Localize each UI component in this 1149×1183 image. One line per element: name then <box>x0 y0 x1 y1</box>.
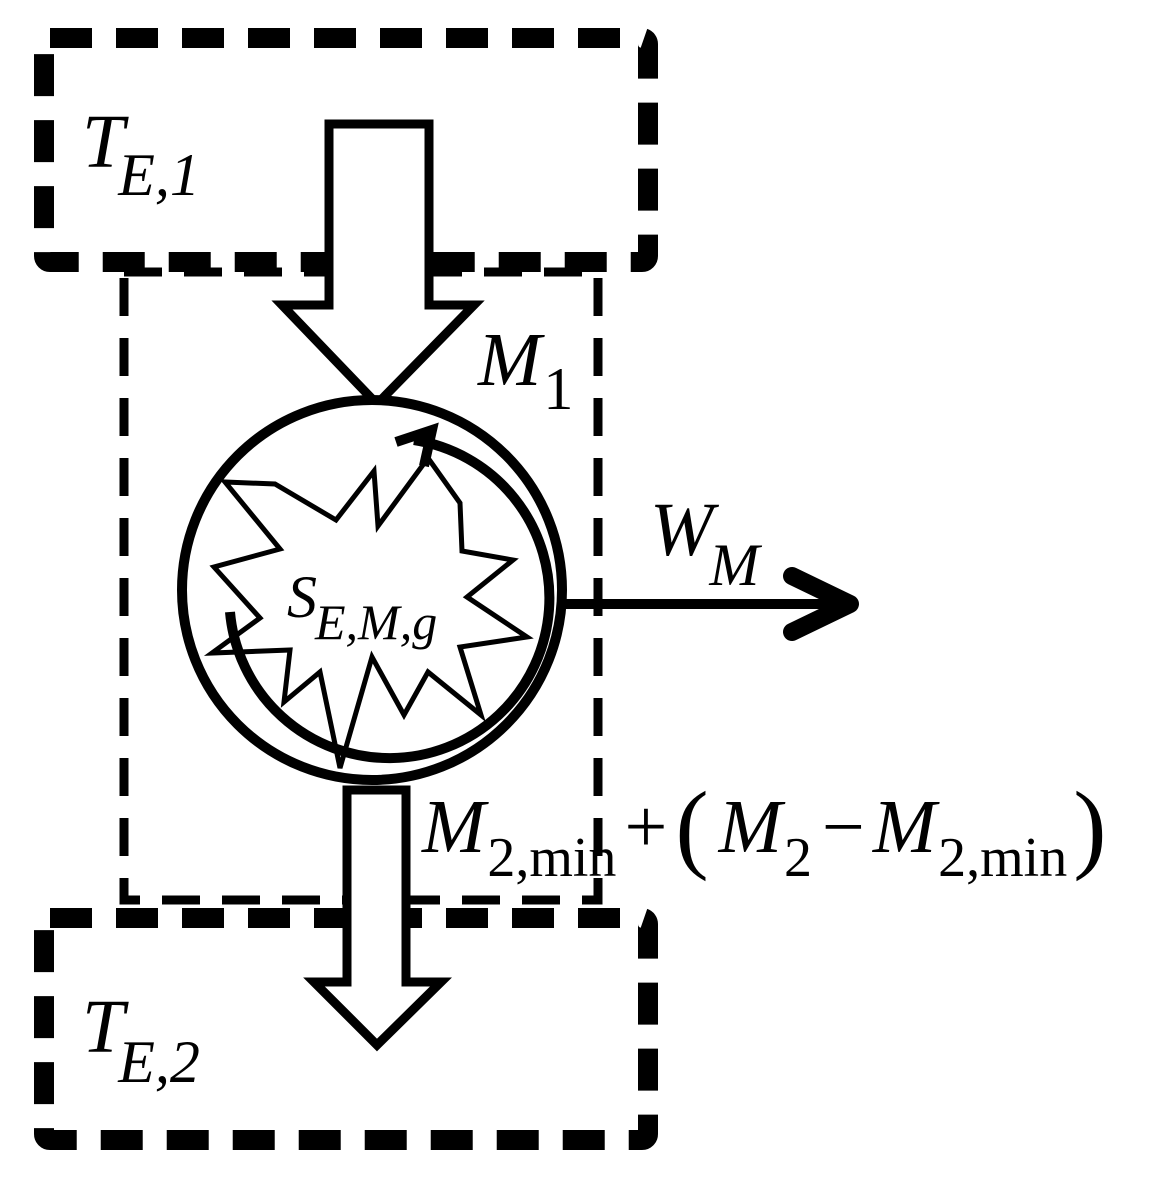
heat-in-arrow <box>271 119 485 411</box>
cycle-arrow <box>225 435 555 764</box>
heat-out-label: M2,min+(M2−M2,min) <box>421 771 1107 889</box>
heat-out-arrow <box>303 785 452 1052</box>
top-reservoir-box <box>34 28 658 272</box>
entropy-starburst <box>203 453 534 769</box>
entropy-gen-label: SE,M,g <box>287 564 437 650</box>
bottom-reservoir-label: TE,2 <box>82 985 200 1095</box>
top-reservoir-label: TE,1 <box>82 100 200 208</box>
cycle-arrowhead <box>394 422 439 468</box>
work-out-label: WM <box>650 488 762 598</box>
heat-in-label: M1 <box>477 318 573 422</box>
work-out-arrowhead <box>783 567 859 641</box>
